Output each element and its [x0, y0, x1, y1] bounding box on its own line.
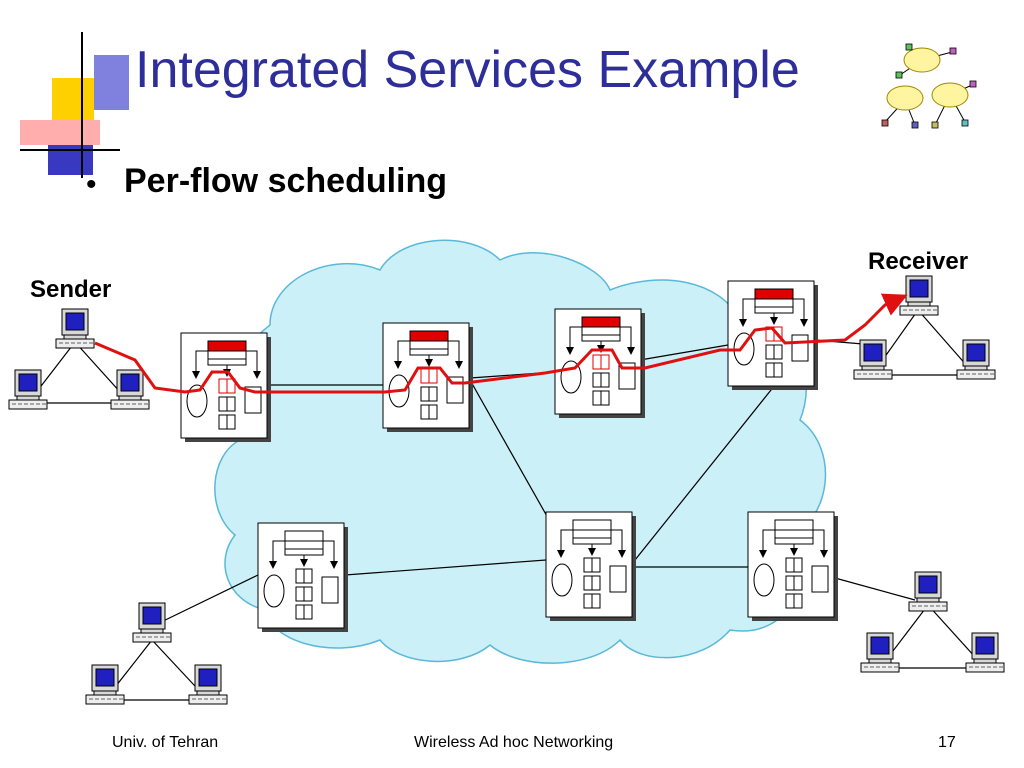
router-icon — [545, 511, 636, 621]
computer-icon — [965, 632, 1005, 673]
footer-center: Wireless Ad hoc Networking — [414, 734, 614, 751]
corner-decoration — [20, 32, 129, 178]
computer-icon — [956, 339, 996, 380]
receiver-label: Receiver — [868, 248, 969, 275]
computer-icon — [860, 632, 900, 673]
bullet-text: Per-flow scheduling — [124, 162, 448, 200]
slide-title: Integrated Services Example — [135, 41, 800, 99]
computer-icon — [853, 339, 893, 380]
computer-icon — [899, 275, 939, 316]
router-icon — [257, 522, 348, 632]
sender-label: Sender — [30, 276, 112, 303]
computer-icon — [85, 664, 125, 705]
flow-path — [94, 293, 908, 394]
router-icon — [382, 322, 473, 432]
computer-icon — [110, 369, 150, 410]
router-icon — [554, 308, 645, 418]
router-icon — [747, 511, 838, 621]
bullet-marker: • — [86, 168, 97, 201]
computer-icon — [188, 664, 228, 705]
computer-icon — [908, 571, 948, 612]
router-icon — [727, 280, 818, 390]
router-icon — [180, 332, 271, 442]
footer-left: Univ. of Tehran — [112, 734, 219, 751]
footer-page-number: 17 — [938, 734, 956, 751]
computer-icon — [55, 308, 95, 349]
computer-icon — [132, 602, 172, 643]
network-cloud-icon — [214, 239, 827, 664]
computer-icon — [8, 369, 48, 410]
